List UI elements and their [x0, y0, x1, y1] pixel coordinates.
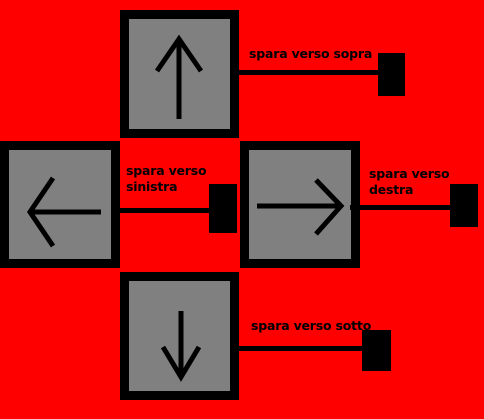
shoot-right-label: spara verso destra [369, 166, 450, 197]
down-plug [362, 330, 391, 371]
down-arrow-key[interactable] [120, 272, 239, 400]
arrow-left-icon [26, 176, 101, 248]
shoot-up-label: spara verso sopra [249, 46, 373, 61]
right-arrow-key[interactable] [240, 141, 360, 268]
left-cable [120, 208, 215, 213]
right-cable [350, 205, 456, 210]
down-cable [239, 346, 367, 351]
right-plug [450, 184, 478, 227]
arrow-up-icon [154, 34, 204, 119]
arrow-right-icon [257, 178, 345, 236]
left-arrow-key[interactable] [0, 141, 120, 268]
arrow-down-icon [160, 311, 202, 382]
up-plug [378, 53, 405, 96]
up-cable [239, 70, 384, 75]
up-arrow-key[interactable] [120, 10, 239, 138]
left-plug [209, 184, 237, 233]
shoot-left-label: spara verso sinistra [126, 163, 207, 194]
shoot-down-label: spara verso sotto [251, 318, 372, 333]
